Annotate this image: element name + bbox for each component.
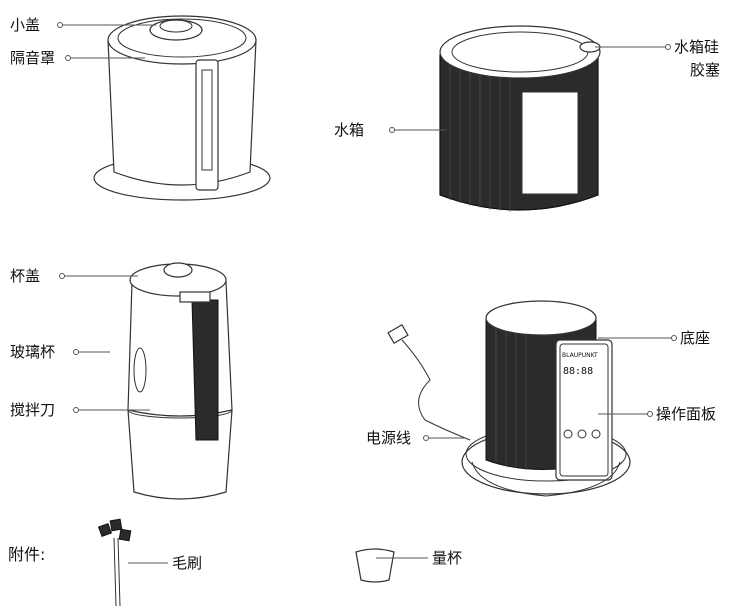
water-tank-illustration: [439, 25, 601, 212]
leader-lines: [57, 22, 677, 564]
measuring-cup-illustration: [355, 548, 395, 583]
label-tank-plug-line2: 胶塞: [690, 61, 721, 79]
label-small-lid: 小盖: [10, 16, 41, 34]
panel-brand: BLAUPUNKT: [562, 352, 598, 359]
label-power-cord: 电源线: [366, 429, 412, 447]
label-brush: 毛刷: [172, 554, 203, 572]
blender-cup-illustration: [127, 262, 233, 500]
sound-cover-illustration: [93, 15, 271, 201]
label-measuring-cup: 量杯: [432, 549, 463, 567]
label-glass-cup: 玻璃杯: [10, 343, 56, 361]
label-accessories: 附件:: [8, 545, 46, 564]
brush-illustration: [97, 518, 132, 607]
panel-display: 88:88: [563, 366, 594, 377]
base-illustration: [461, 300, 631, 497]
label-tank-plug-line1: 水箱硅: [674, 38, 720, 56]
label-water-tank: 水箱: [334, 121, 365, 139]
label-cup-lid: 杯盖: [10, 267, 41, 285]
label-sound-cover: 隔音罩: [10, 49, 56, 67]
label-control-panel: 操作面板: [656, 405, 717, 423]
label-blade: 搅拌刀: [10, 401, 56, 419]
power-cord-illustration: [401, 339, 471, 441]
label-base: 底座: [680, 329, 711, 347]
